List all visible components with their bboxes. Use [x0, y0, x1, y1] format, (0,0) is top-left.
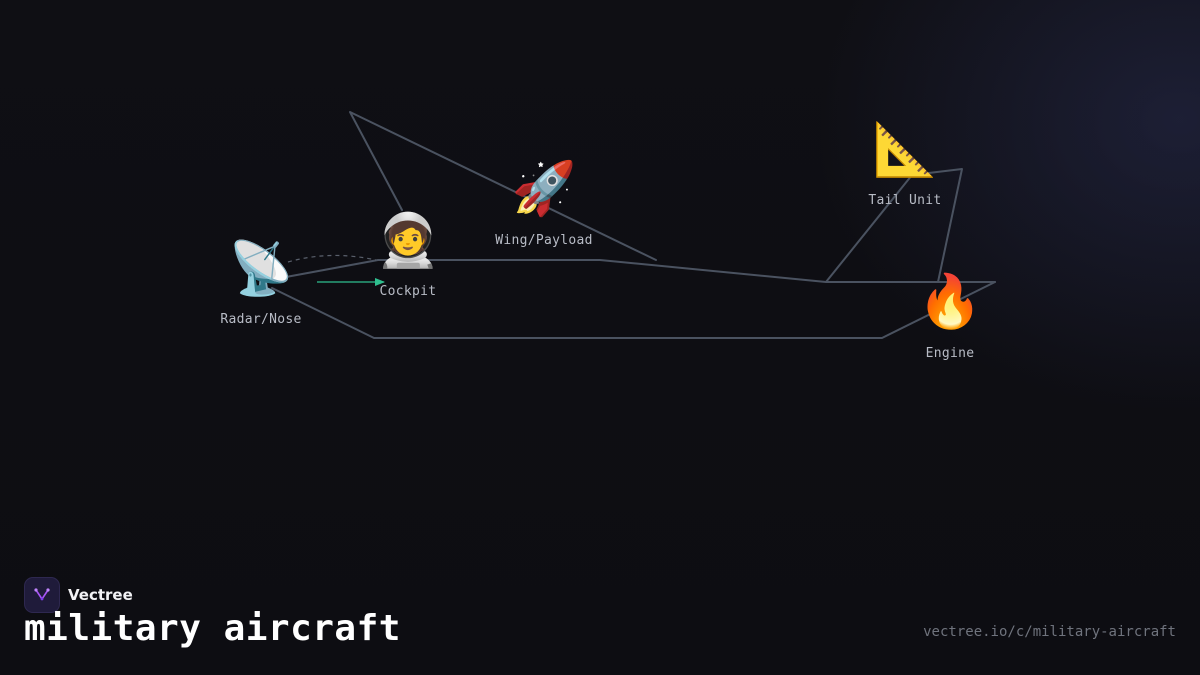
node-tail[interactable]: 📐 Tail Unit — [868, 119, 941, 208]
satellite-antenna-icon: 📡 — [229, 235, 294, 299]
page-title: military aircraft — [24, 608, 401, 649]
triangular-ruler-icon: 📐 — [873, 119, 938, 180]
node-label-wing: Wing/Payload — [495, 233, 593, 248]
node-label-cockpit: Cockpit — [380, 284, 437, 299]
brand-name: Vectree — [68, 586, 133, 604]
rocket-icon: 🚀 — [512, 158, 577, 219]
node-engine[interactable]: 🔥 Engine — [918, 271, 983, 361]
node-label-tail: Tail Unit — [868, 193, 941, 208]
node-label-engine: Engine — [926, 346, 975, 361]
vectree-logo-icon — [24, 577, 60, 613]
aircraft-outline — [271, 111, 996, 339]
fuselage-upper-line — [285, 259, 996, 283]
fire-icon: 🔥 — [918, 271, 983, 332]
node-label-radar: Radar/Nose — [220, 312, 301, 327]
node-cockpit[interactable]: 🧑‍🚀 Cockpit — [376, 210, 441, 299]
astronaut-icon: 🧑‍🚀 — [376, 210, 441, 271]
radar-cockpit-dashed-link — [287, 254, 377, 263]
tail-fin-outline — [825, 168, 963, 283]
node-wing[interactable]: 🚀 Wing/Payload — [495, 158, 593, 248]
page-url[interactable]: vectree.io/c/military-aircraft — [923, 624, 1176, 640]
wing-outline — [349, 111, 657, 261]
brand[interactable]: Vectree — [24, 577, 133, 613]
fuselage-lower-line — [271, 281, 996, 339]
node-radar[interactable]: 📡 Radar/Nose — [220, 235, 301, 327]
